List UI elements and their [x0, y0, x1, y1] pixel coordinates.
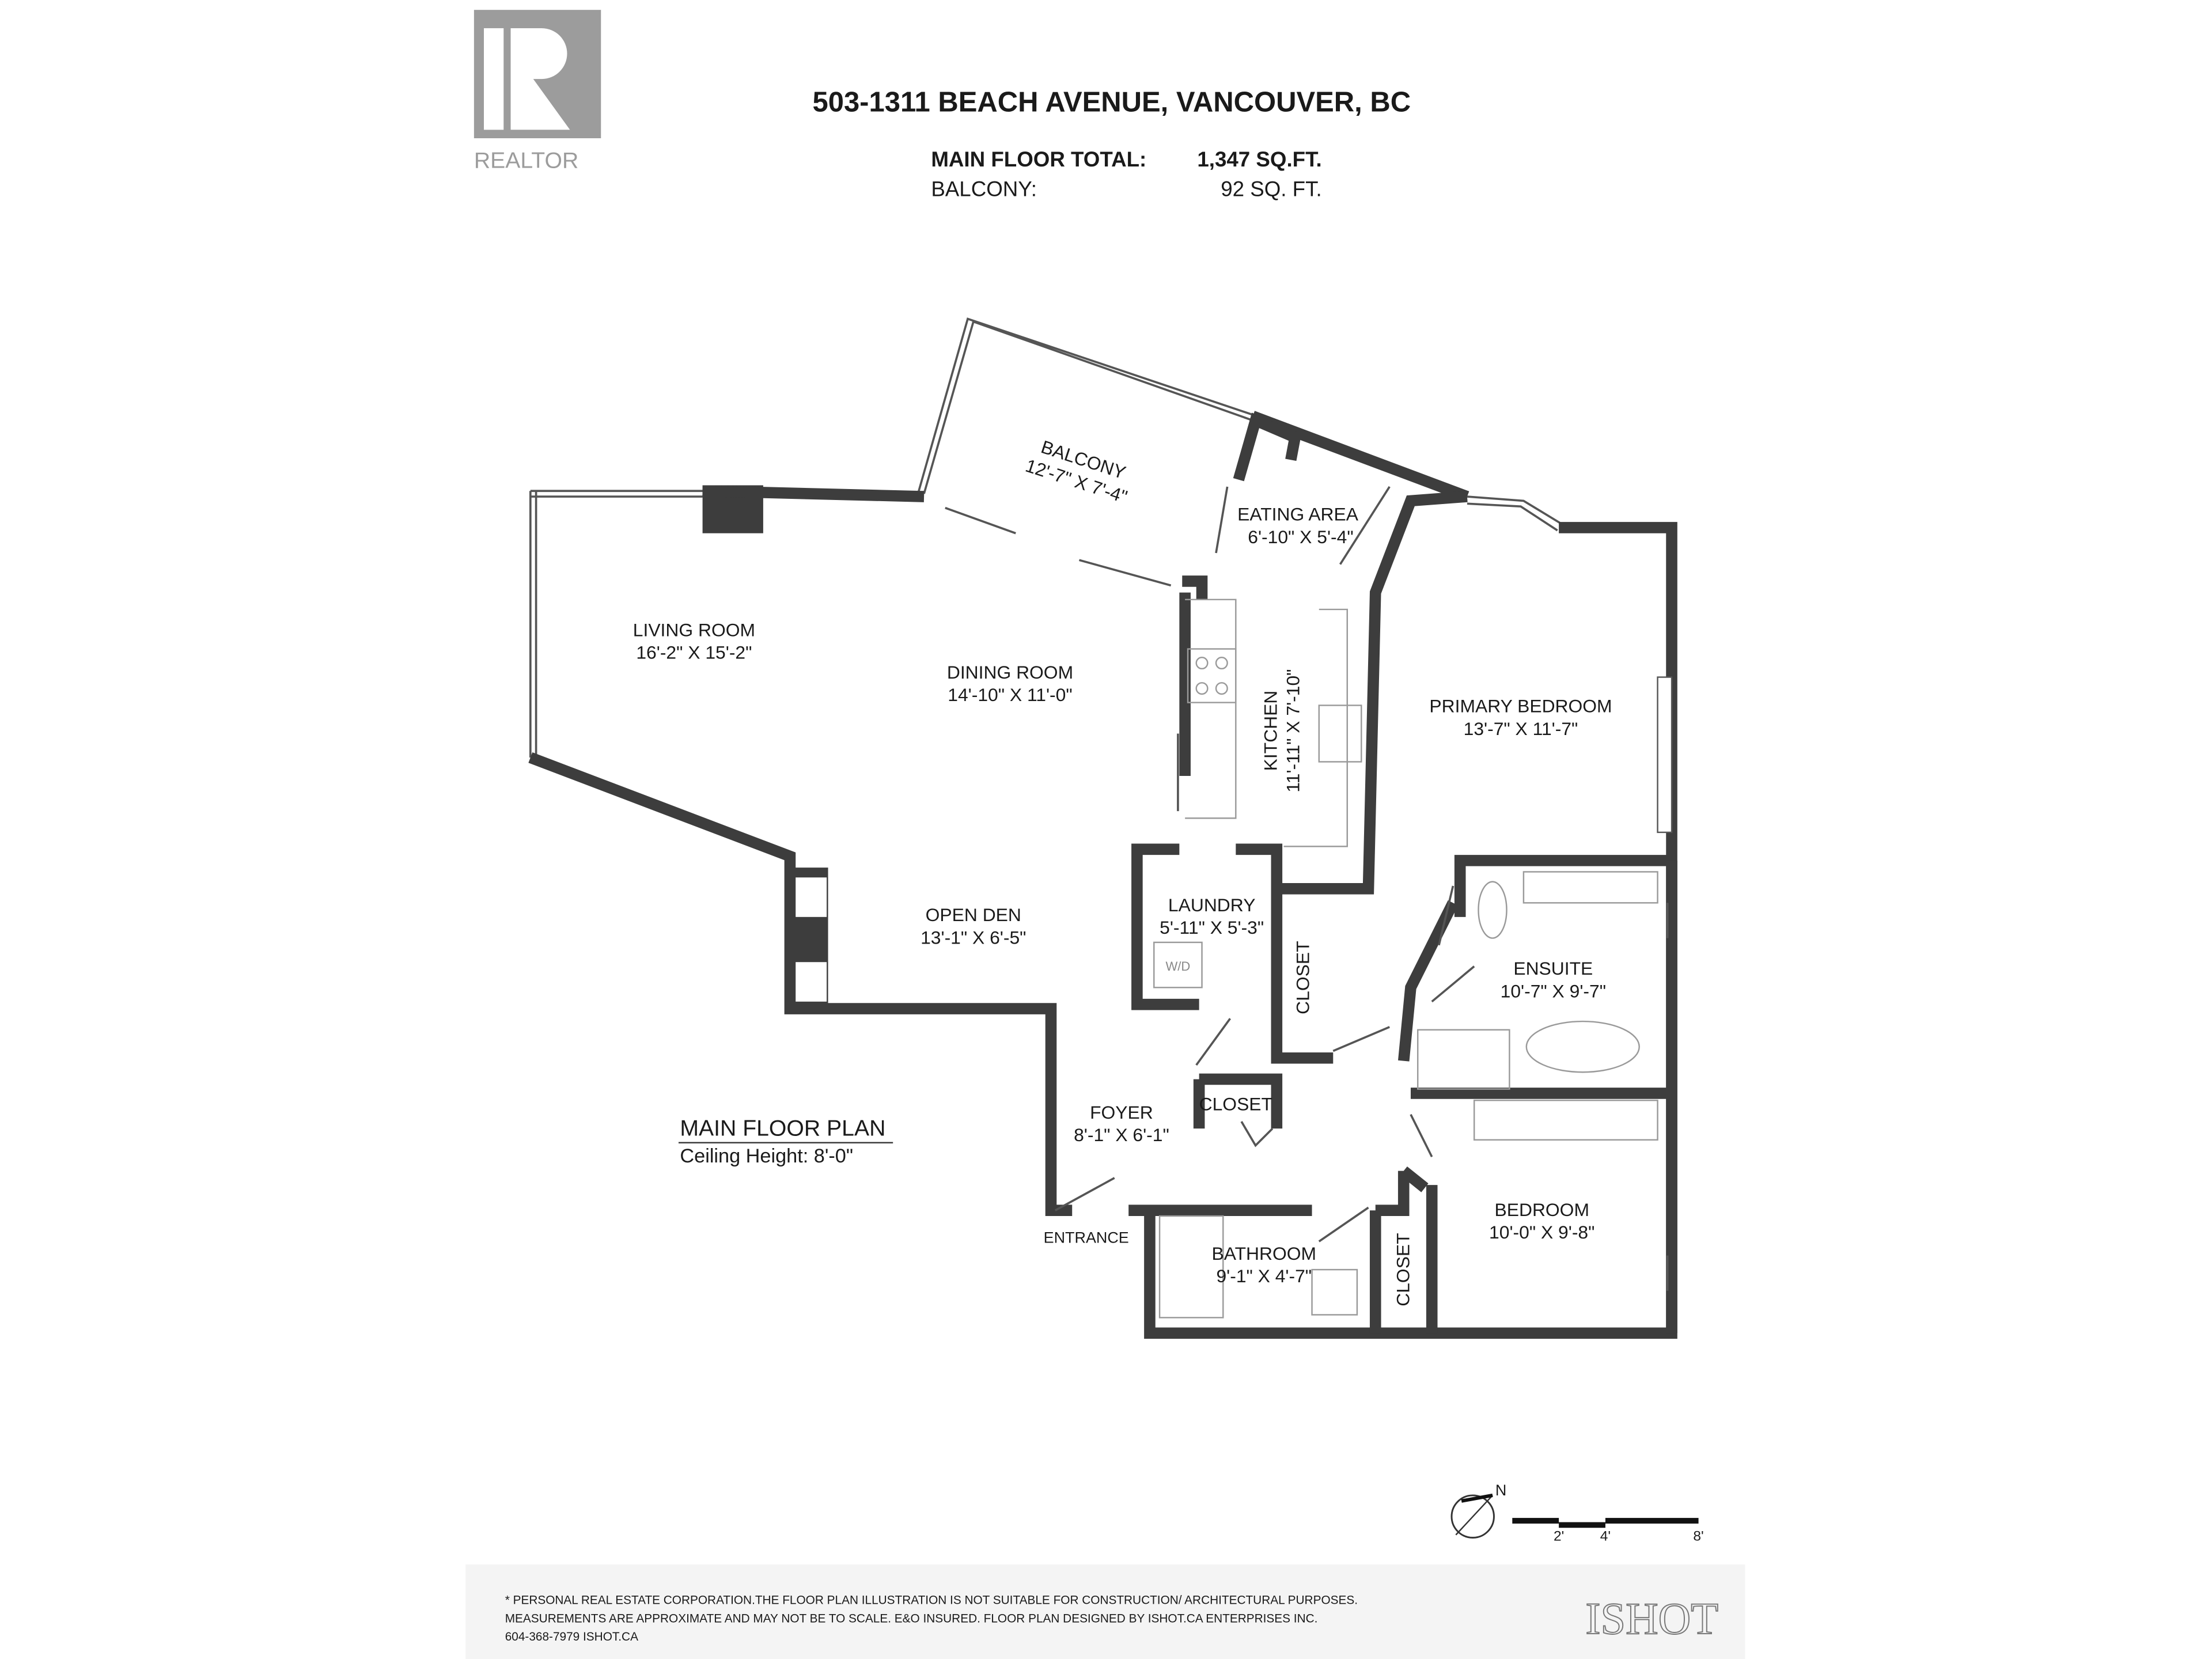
- svg-text:13'-7" X 11'-7": 13'-7" X 11'-7": [1464, 718, 1578, 739]
- svg-text:PRIMARY BEDROOM: PRIMARY BEDROOM: [1429, 696, 1612, 717]
- svg-text:8': 8': [1693, 1528, 1703, 1544]
- svg-text:LIVING ROOM: LIVING ROOM: [633, 619, 755, 640]
- svg-text:OPEN DEN: OPEN DEN: [926, 904, 1021, 925]
- property-address: 503-1311 BEACH AVENUE, VANCOUVER, BC: [812, 86, 1411, 118]
- svg-text:11'-11" X 7'-10": 11'-11" X 7'-10": [1283, 669, 1304, 793]
- svg-text:ENSUITE: ENSUITE: [1513, 958, 1593, 979]
- svg-text:10'-7" X 9'-7": 10'-7" X 9'-7": [1501, 980, 1606, 1001]
- room-labels: BALCONY 12'-7" X 7'-4" EATING AREA6'-10"…: [633, 436, 1612, 1306]
- scale-bar: 2' 4' 8': [1512, 1518, 1704, 1544]
- svg-text:BATHROOM: BATHROOM: [1212, 1243, 1317, 1264]
- disclaimer-line-3: 604-368-7979 ISHOT.CA: [505, 1630, 638, 1643]
- closet-label-hall: CLOSET: [1293, 941, 1313, 1014]
- svg-text:BEDROOM: BEDROOM: [1495, 1199, 1589, 1220]
- room-balcony: BALCONY 12'-7" X 7'-4": [1023, 436, 1130, 507]
- svg-text:LAUNDRY: LAUNDRY: [1168, 895, 1256, 915]
- svg-text:5'-11" X 5'-3": 5'-11" X 5'-3": [1160, 917, 1264, 938]
- entrance-label: ENTRANCE: [1044, 1229, 1129, 1247]
- walls: [528, 317, 1677, 1339]
- svg-text:DINING ROOM: DINING ROOM: [947, 662, 1073, 683]
- ishot-logo: ISHOT: [1585, 1593, 1718, 1643]
- svg-text:FOYER: FOYER: [1090, 1102, 1153, 1123]
- svg-text:EATING AREA: EATING AREA: [1237, 504, 1359, 525]
- disclaimer-line-1: * PERSONAL REAL ESTATE CORPORATION.THE F…: [505, 1593, 1358, 1607]
- footer-band: [465, 1564, 1745, 1659]
- balcony-value: 92 SQ. FT.: [1221, 177, 1322, 200]
- svg-text:KITCHEN: KITCHEN: [1260, 691, 1281, 771]
- svg-text:2': 2': [1554, 1528, 1564, 1544]
- svg-text:6'-10" X 5'-4": 6'-10" X 5'-4": [1248, 527, 1353, 547]
- plan-title: MAIN FLOOR PLAN: [680, 1116, 885, 1141]
- room-kitchen: KITCHEN 11'-11" X 7'-10": [1260, 669, 1303, 793]
- svg-text:10'-0" X 9'-8": 10'-0" X 9'-8": [1489, 1222, 1594, 1243]
- main-floor-value: 1,347 SQ.FT.: [1197, 147, 1321, 171]
- svg-text:4': 4': [1600, 1528, 1611, 1544]
- ceiling-height: Ceiling Height: 8'-0": [680, 1145, 853, 1167]
- realtor-logo: REALTOR: [474, 10, 601, 173]
- main-floor-label: MAIN FLOOR TOTAL:: [931, 147, 1146, 171]
- washer-dryer-label: W/D: [1165, 959, 1190, 974]
- disclaimer-line-2: MEASUREMENTS ARE APPROXIMATE AND MAY NOT…: [505, 1612, 1318, 1625]
- realtor-logo-text: REALTOR: [474, 148, 578, 173]
- closet-label-foyer: CLOSET: [1199, 1093, 1272, 1114]
- closet-label-bedroom: CLOSET: [1393, 1233, 1414, 1306]
- svg-text:9'-1" X 4'-7": 9'-1" X 4'-7": [1216, 1266, 1312, 1286]
- svg-text:13'-1" X 6'-5": 13'-1" X 6'-5": [921, 927, 1026, 948]
- svg-text:14'-10" X 11'-0": 14'-10" X 11'-0": [948, 684, 1072, 705]
- svg-text:16'-2" X 15'-2": 16'-2" X 15'-2": [636, 642, 752, 663]
- svg-text:8'-1" X 6'-1": 8'-1" X 6'-1": [1074, 1124, 1169, 1145]
- north-arrow-icon: N: [1450, 1482, 1506, 1539]
- north-label: N: [1495, 1482, 1506, 1499]
- fixtures: W/D: [945, 486, 1658, 1319]
- balcony-label: BALCONY:: [931, 177, 1037, 200]
